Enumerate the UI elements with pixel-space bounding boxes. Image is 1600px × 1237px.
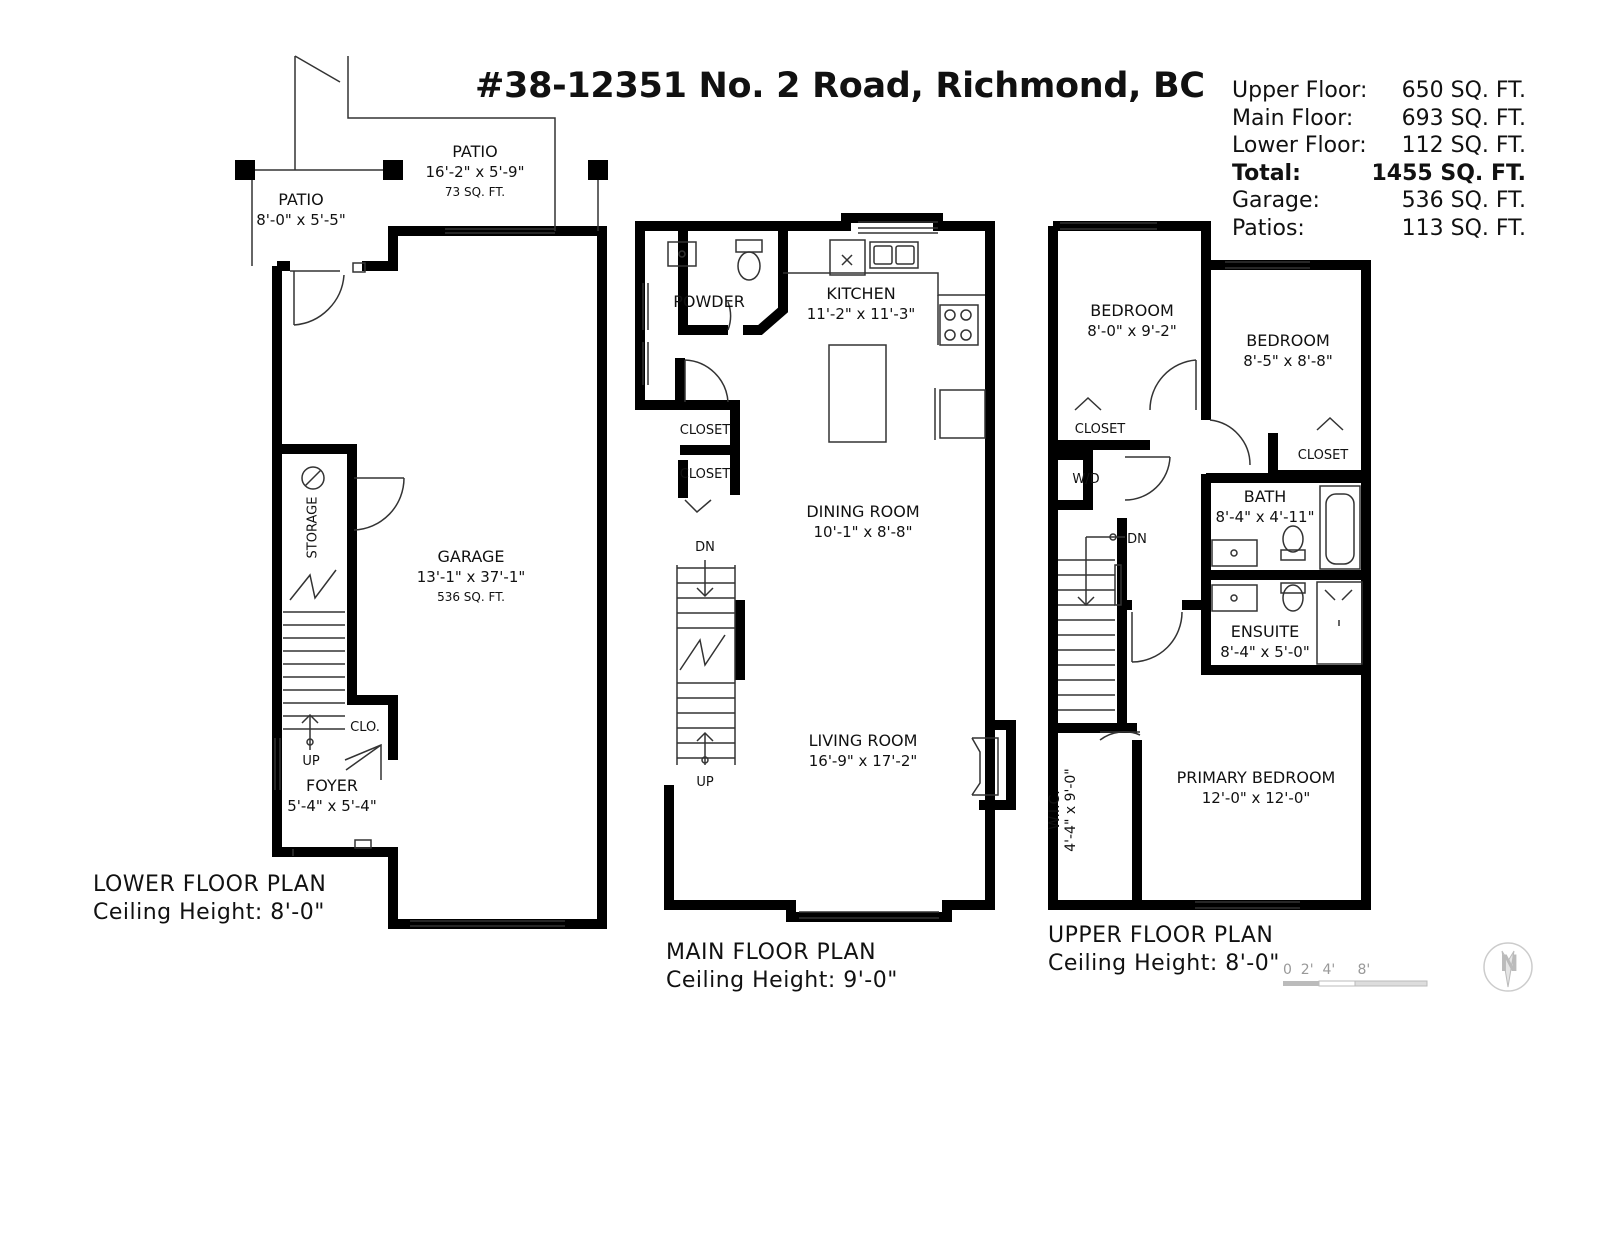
room-dimensions: 5'-4" x 5'-4" <box>287 797 377 815</box>
room-bedroom-1: BEDROOM 8'-0" x 9'-2" <box>1087 301 1176 341</box>
room-bedroom-2: BEDROOM 8'-5" x 8'-8" <box>1243 331 1332 371</box>
room-dimensions: 16'-2" x 5'-9" <box>425 163 525 181</box>
property-address-title: #38-12351 No. 2 Road, Richmond, BC <box>475 66 1205 106</box>
area-value: 650 SQ. FT. <box>1401 78 1526 103</box>
room-clo: CLO. <box>350 720 380 735</box>
room-dimensions: 16'-9" x 17'-2" <box>808 752 918 770</box>
room-washer-dryer: W/D <box>1072 472 1100 487</box>
area-value: 536 SQ. FT. <box>1401 188 1526 213</box>
main-floor-plan-caption: MAIN FLOOR PLAN Ceiling Height: 9'-0" <box>666 939 898 995</box>
room-storage: STORAGE <box>305 496 321 559</box>
room-name: PRIMARY BEDROOM <box>1176 768 1336 787</box>
ceiling-height: Ceiling Height: 8'-0" <box>1048 951 1280 976</box>
room-closet-main-1: CLOSET <box>679 423 731 438</box>
scale-bar: 0 2' 4' 8' <box>1283 962 1431 994</box>
area-row: Upper Floor: 650 SQ. FT. <box>1232 77 1526 105</box>
area-label: Patios: <box>1232 215 1305 241</box>
room-name: ENSUITE <box>1230 622 1300 641</box>
room-name: DINING ROOM <box>806 502 920 521</box>
room-dimensions: 8'-0" x 5'-5" <box>256 211 346 229</box>
room-name: BATH <box>1243 487 1287 506</box>
room-dimensions: 12'-0" x 12'-0" <box>1201 789 1311 807</box>
room-wic: W.I.C. 4'-4" x 9'-0" <box>1047 768 1079 852</box>
area-row: Lower Floor: 112 SQ. FT. <box>1232 132 1526 160</box>
area-label: Total: <box>1232 160 1301 186</box>
north-arrow-icon: N <box>1482 941 1534 997</box>
upper-floor-walls <box>1048 221 1371 910</box>
floor-name: UPPER FLOOR PLAN <box>1048 923 1274 948</box>
room-name: POWDER <box>673 292 745 311</box>
room-kitchen: KITCHEN 11'-2" x 11'-3" <box>807 284 916 324</box>
room-ensuite: ENSUITE 8'-4" x 5'-0" <box>1220 622 1309 662</box>
room-closet-upper-1: CLOSET <box>1074 422 1126 437</box>
area-label: Main Floor: <box>1232 105 1354 131</box>
room-name: BEDROOM <box>1246 331 1330 350</box>
area-row: Total: 1455 SQ. FT. <box>1232 160 1526 188</box>
room-garage: GARAGE 13'-1" x 37'-1" 536 SQ. FT. <box>417 547 526 607</box>
room-name: PATIO <box>278 190 324 209</box>
ceiling-height: Ceiling Height: 9'-0" <box>666 968 898 993</box>
stairs-down-label: DN <box>695 540 715 555</box>
room-name: GARAGE <box>437 547 505 566</box>
room-dimensions: 8'-0" x 9'-2" <box>1087 322 1177 340</box>
lower-floor-posts <box>235 160 608 180</box>
area-row: Garage: 536 SQ. FT. <box>1232 187 1526 215</box>
floor-name: LOWER FLOOR PLAN <box>93 872 327 897</box>
room-dimensions: 8'-5" x 8'-8" <box>1243 352 1333 370</box>
lower-floor-plan-caption: LOWER FLOOR PLAN Ceiling Height: 8'-0" <box>93 871 326 927</box>
area-label: Upper Floor: <box>1232 78 1368 103</box>
area-row: Patios: 113 SQ. FT. <box>1232 215 1526 243</box>
room-area: 73 SQ. FT. <box>444 185 506 199</box>
room-closet-main-2: CLOSET <box>679 467 731 482</box>
main-floor-thin <box>642 221 999 919</box>
room-foyer: FOYER 5'-4" x 5'-4" <box>287 776 376 816</box>
room-primary-bedroom: PRIMARY BEDROOM 12'-0" x 12'-0" <box>1177 768 1336 808</box>
area-value: 113 SQ. FT. <box>1401 215 1526 241</box>
room-living: LIVING ROOM 16'-9" x 17'-2" <box>809 731 918 771</box>
room-powder: POWDER <box>673 292 745 312</box>
room-dimensions: 10'-1" x 8'-8" <box>813 523 913 541</box>
main-floor-walls <box>635 213 1016 922</box>
scale-labels: 0 2' 4' 8' <box>1283 962 1371 978</box>
room-dimensions: 13'-1" x 37'-1" <box>416 568 526 586</box>
lower-floor-walls <box>272 226 607 929</box>
area-value: 1455 SQ. FT. <box>1371 160 1526 186</box>
ceiling-height: Ceiling Height: 8'-0" <box>93 900 325 925</box>
room-patio-right: PATIO 16'-2" x 5'-9" 73 SQ. FT. <box>425 142 524 202</box>
room-dimensions: 4'-4" x 9'-0" <box>1063 768 1079 852</box>
room-name: W.I.C. <box>1047 790 1063 830</box>
stairs-up-label: UP <box>302 754 320 769</box>
stairs-down-label: DN <box>1127 532 1147 547</box>
upper-floor-thin <box>1058 222 1363 909</box>
room-closet-upper-2: CLOSET <box>1297 448 1349 463</box>
room-patio-left: PATIO 8'-0" x 5'-5" <box>256 190 345 230</box>
room-name: LIVING ROOM <box>808 731 918 750</box>
area-value: 693 SQ. FT. <box>1401 105 1526 131</box>
area-value: 112 SQ. FT. <box>1401 133 1526 158</box>
room-dimensions: 8'-4" x 5'-0" <box>1220 643 1310 661</box>
room-name: KITCHEN <box>826 284 896 303</box>
room-dimensions: 11'-2" x 11'-3" <box>806 305 916 323</box>
area-row: Main Floor: 693 SQ. FT. <box>1232 105 1526 133</box>
upper-floor-plan-caption: UPPER FLOOR PLAN Ceiling Height: 8'-0" <box>1048 922 1280 978</box>
room-dining: DINING ROOM 10'-1" x 8'-8" <box>806 502 919 542</box>
area-summary-table: Upper Floor: 650 SQ. FT. Main Floor: 693 SQ… <box>1232 77 1526 242</box>
room-dimensions: 8'-4" x 4'-11" <box>1215 508 1315 526</box>
compass-letter: N <box>1500 952 1518 977</box>
scale-bar-graphic <box>1283 980 1428 987</box>
room-name: FOYER <box>306 776 358 795</box>
area-label: Lower Floor: <box>1232 133 1367 158</box>
room-area: 536 SQ. FT. <box>437 590 505 604</box>
room-name: PATIO <box>452 142 498 161</box>
lower-floor-thin <box>251 55 599 927</box>
room-name: BEDROOM <box>1090 301 1174 320</box>
floor-name: MAIN FLOOR PLAN <box>666 940 877 965</box>
area-label: Garage: <box>1232 188 1320 213</box>
stairs-up-label: UP <box>696 775 714 790</box>
room-bath: BATH 8'-4" x 4'-11" <box>1215 487 1314 527</box>
